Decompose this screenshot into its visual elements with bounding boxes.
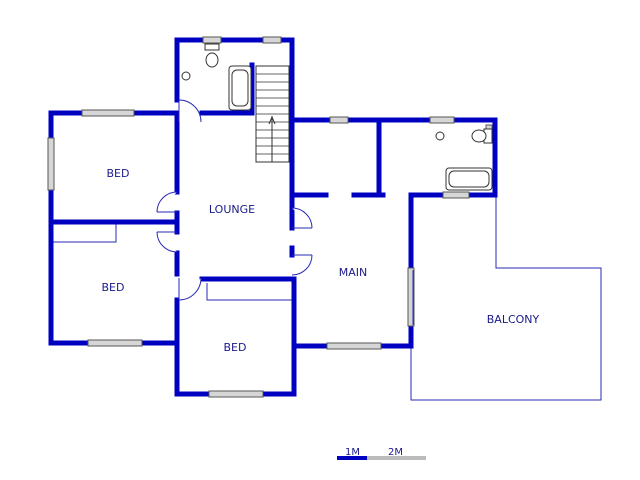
cupboard-outline-left (52, 224, 117, 243)
balcony-outline (410, 195, 602, 401)
scale-label-2m: 2M (388, 447, 403, 458)
room-label-main: MAIN (339, 266, 368, 279)
scale-bar: 1M 2M (337, 447, 426, 460)
door-swings (156, 99, 414, 325)
windows (47, 36, 493, 398)
room-label-lounge: LOUNGE (209, 203, 255, 216)
room-label-bed-bottom: BED (224, 341, 247, 354)
room-label-balcony: BALCONY (487, 313, 540, 326)
room-label-bed-top: BED (107, 167, 130, 180)
bath-fixtures (181, 43, 493, 191)
cupboard-outline-right (206, 283, 292, 301)
scale-label-1m: 1M (345, 447, 360, 458)
room-label-bed-mid: BED (102, 281, 125, 294)
staircase (255, 65, 290, 163)
